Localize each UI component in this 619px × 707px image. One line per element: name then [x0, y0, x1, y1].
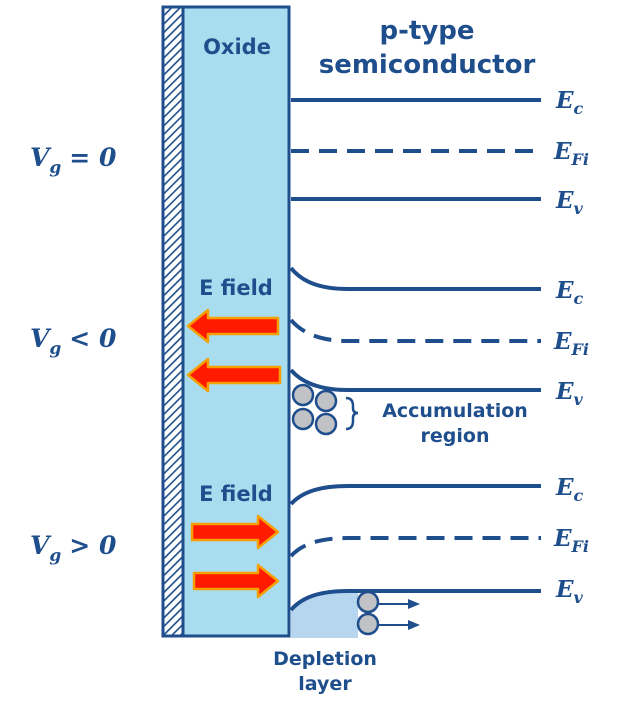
- ev-label-row3: Ev: [555, 576, 584, 607]
- row-vg-positive: E field Depletion layer: [190, 482, 541, 695]
- hole: [356, 612, 380, 636]
- accumulation-label-line1: Accumulation: [382, 400, 528, 422]
- ec-label-row3: Ec: [555, 474, 584, 505]
- accumulation-brace: [345, 396, 359, 431]
- ev-band-row2: [289, 368, 541, 392]
- efi-band-row3: [289, 536, 541, 558]
- hole: [314, 389, 338, 413]
- hole: [291, 407, 315, 431]
- gate-voltage-label-row2: Vg< 0: [30, 324, 117, 359]
- depletion-label-line1: Depletion: [273, 648, 377, 670]
- row-vg-negative: E field Accumulation region: [186, 266, 541, 447]
- depletion-label-line2: layer: [298, 673, 352, 695]
- depletion-region: [291, 592, 358, 638]
- hole: [356, 590, 380, 614]
- efield-label-row3: E field: [199, 482, 273, 506]
- ev-label-row1: Ev: [555, 187, 584, 218]
- metal-gate: [161, 5, 185, 638]
- hole: [291, 383, 315, 407]
- hole-drift-arrowhead: [408, 620, 420, 630]
- efi-label-row2: EFi: [553, 328, 589, 359]
- ev-band-row3: [289, 589, 541, 612]
- efield-label-row2: E field: [199, 276, 273, 300]
- ec-band-row2: [289, 266, 541, 291]
- gate-voltage-label-row1: Vg= 0: [30, 143, 117, 178]
- efield-arrow-right-2: [192, 563, 280, 599]
- row-vg-zero: [291, 98, 541, 201]
- accumulation-label-line2: region: [421, 425, 490, 447]
- efi-label-row1: EFi: [553, 138, 589, 169]
- ec-label-row2: Ec: [555, 277, 584, 308]
- efield-arrow-left-1: [186, 308, 280, 344]
- ec-band-row3: [289, 484, 541, 506]
- efield-arrow-left-2: [186, 357, 282, 393]
- hole-drift-arrowhead: [408, 599, 420, 609]
- semiconductor-label-line2: semiconductor: [319, 50, 536, 80]
- ev-label-row2: Ev: [555, 378, 584, 409]
- oxide-label: Oxide: [203, 35, 271, 59]
- efi-band-row2: [289, 318, 541, 343]
- gate-voltage-label-row3: Vg> 0: [30, 531, 117, 566]
- efield-arrow-right-1: [190, 514, 280, 550]
- hole: [314, 412, 338, 436]
- semiconductor-label-line1: p-type: [379, 16, 474, 46]
- efi-label-row3: EFi: [553, 525, 589, 556]
- ec-label-row1: Ec: [555, 87, 584, 118]
